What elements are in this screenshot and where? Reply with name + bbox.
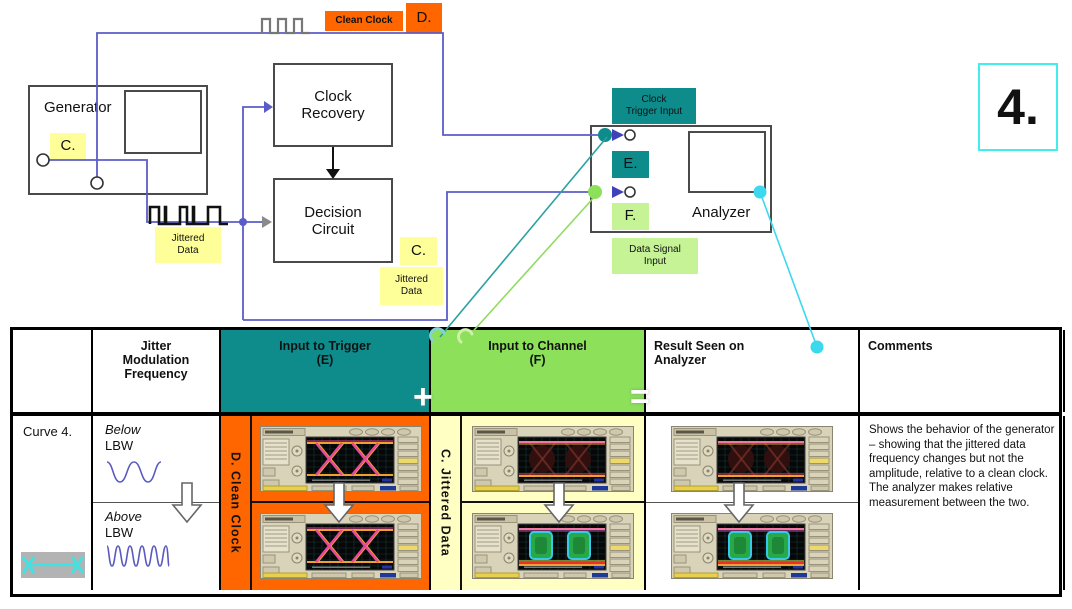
above-lbw-label: LBW <box>105 525 134 540</box>
cell-jitter-frequency: Below LBW Above LBW <box>93 416 221 590</box>
down-arrow-icon <box>543 482 575 524</box>
port-c-tag: C. <box>50 133 86 159</box>
plus-operator: + <box>413 378 433 416</box>
oscilloscope-screenshot <box>259 425 422 492</box>
generator-label: Generator <box>44 99 112 116</box>
decision-circuit-arrowhead <box>262 216 272 228</box>
f-tag: F. <box>612 203 649 230</box>
decision-circuit-box: Decision Circuit <box>273 178 393 263</box>
cell-comments: Shows the behavior of the generator – sh… <box>860 416 1065 590</box>
c-tag-2: C. <box>400 237 437 265</box>
clean-clock-tag: Clean Clock <box>325 11 403 31</box>
below-lbw-label: LBW <box>105 438 134 453</box>
below-lbw-half: Below LBW <box>93 416 219 503</box>
clean-clock-strip: D. Clean Clock <box>221 416 252 590</box>
oscilloscope-screenshot <box>671 512 833 579</box>
channel-to-table-line <box>466 193 598 339</box>
d-tag: D. <box>406 3 442 33</box>
channel-scope-area <box>462 416 644 590</box>
jittered-data-strip-label: C. Jittered Data <box>438 449 453 557</box>
table-body-row: Curve 4. Below LBW <box>13 416 1065 590</box>
comments-text: Shows the behavior of the generator – sh… <box>869 424 1055 509</box>
analyzer-label: Analyzer <box>692 204 751 221</box>
clock-trigger-input-tag: Clock Trigger Input <box>612 88 696 124</box>
double-x-arrow-icon <box>21 556 85 574</box>
header-jitter-modulation-frequency: Jitter Modulation Frequency <box>93 330 221 412</box>
header-input-to-channel: Input to Channel (F) <box>431 330 646 412</box>
high-frequency-sine-icon <box>106 545 170 567</box>
analyzer-screen <box>688 131 766 193</box>
trigger-scope-area <box>252 416 429 590</box>
wire-junction-dot <box>239 218 247 226</box>
jittered-data-waveform-icon <box>148 205 228 226</box>
header-input-to-trigger: Input to Trigger (E) <box>221 330 431 412</box>
data-signal-input-tag: Data Signal Input <box>612 238 698 274</box>
cell-curve-label: Curve 4. <box>13 416 93 590</box>
trigger-to-table-line <box>439 136 608 338</box>
down-arrow-icon <box>723 482 755 524</box>
down-arrow-icon <box>323 482 355 524</box>
generator-screen <box>124 90 202 154</box>
jittered-data-tag-2: Jittered Data <box>380 267 443 305</box>
oscilloscope-screenshot <box>259 512 422 579</box>
channel-scope-top-half <box>462 416 644 503</box>
header-result-seen-on-analyzer: Result Seen on Analyzer <box>646 330 860 412</box>
low-frequency-sine-icon <box>106 461 162 483</box>
clean-clock-strip-label: D. Clean Clock <box>228 452 243 554</box>
figure-number-badge: 4. <box>978 63 1058 151</box>
header-input-to-trigger-title: Input to Trigger <box>279 339 371 353</box>
clock-recovery-box: Clock Recovery <box>273 63 393 147</box>
cell-input-to-trigger: D. Clean Clock <box>221 416 431 590</box>
jittered-data-strip: C. Jittered Data <box>431 416 462 590</box>
oscilloscope-screenshot <box>671 426 833 492</box>
clock-recovery-feed-wire <box>242 106 264 320</box>
result-scope-bottom-half <box>646 503 858 588</box>
cell-input-to-channel: C. Jittered Data <box>431 416 646 590</box>
header-input-to-channel-sub: (F) <box>529 353 546 367</box>
header-comments: Comments <box>860 330 1065 412</box>
channel-scope-bottom-half <box>462 503 644 588</box>
header-input-to-channel-title: Input to Channel <box>488 339 587 353</box>
oscilloscope-screenshot <box>472 425 634 492</box>
clock-recovery-arrowhead <box>264 101 273 113</box>
curve-label: Curve 4. <box>23 424 73 439</box>
equals-operator: = <box>630 378 650 416</box>
jitter-span-bar <box>21 552 85 578</box>
result-scope-top-half <box>646 416 858 503</box>
below-label: Below <box>105 422 141 437</box>
trigger-scope-top-half <box>252 416 429 503</box>
above-lbw-half: Above LBW <box>93 503 219 588</box>
jittered-data-tag-1: Jittered Data <box>155 227 221 263</box>
down-arrow-icon <box>171 482 203 524</box>
clean-clock-waveform-icon <box>260 17 310 35</box>
above-label: Above <box>105 509 142 524</box>
cell-result <box>646 416 860 590</box>
table-header-row: Jitter Modulation Frequency Input to Tri… <box>13 330 1065 416</box>
header-empty <box>13 330 93 412</box>
comparison-table: Jitter Modulation Frequency Input to Tri… <box>10 327 1065 597</box>
oscilloscope-screenshot <box>472 512 634 579</box>
e-tag: E. <box>612 151 649 178</box>
header-input-to-trigger-sub: (E) <box>316 353 334 367</box>
trigger-scope-bottom-half <box>252 503 429 588</box>
